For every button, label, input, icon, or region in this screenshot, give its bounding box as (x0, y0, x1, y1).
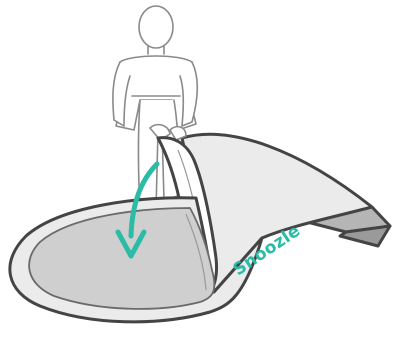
folding-mat-illustration: Snoozle (0, 0, 396, 346)
